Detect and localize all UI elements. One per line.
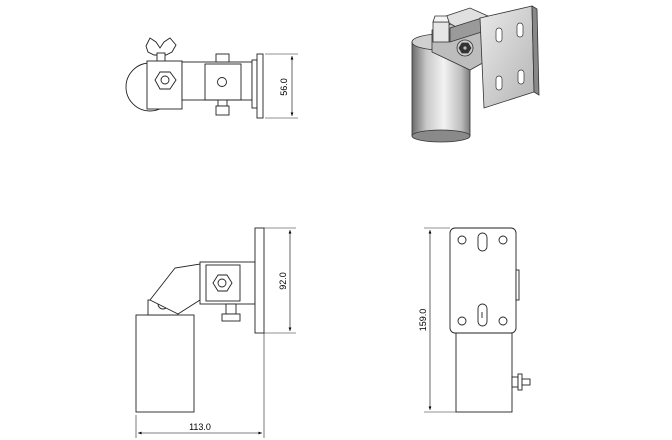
back-view [424, 227, 531, 413]
mount-plate [251, 59, 258, 109]
wing-nut [145, 37, 177, 63]
isometric-view [411, 5, 540, 143]
arm [181, 61, 253, 101]
top-view [125, 37, 298, 119]
back-side-bolt [511, 373, 531, 391]
side-view [135, 227, 296, 438]
side-cylinder [135, 314, 195, 413]
dim-top-height: 56.0 [279, 78, 289, 96]
hex-nut [154, 71, 177, 90]
dim-side-height: 92.0 [278, 272, 288, 290]
dim-side-width: 113.0 [189, 422, 211, 432]
iso-plate [479, 5, 535, 109]
back-cylinder [455, 329, 513, 413]
dim-back-height: 159.0 [418, 309, 428, 332]
side-plate [254, 227, 265, 334]
